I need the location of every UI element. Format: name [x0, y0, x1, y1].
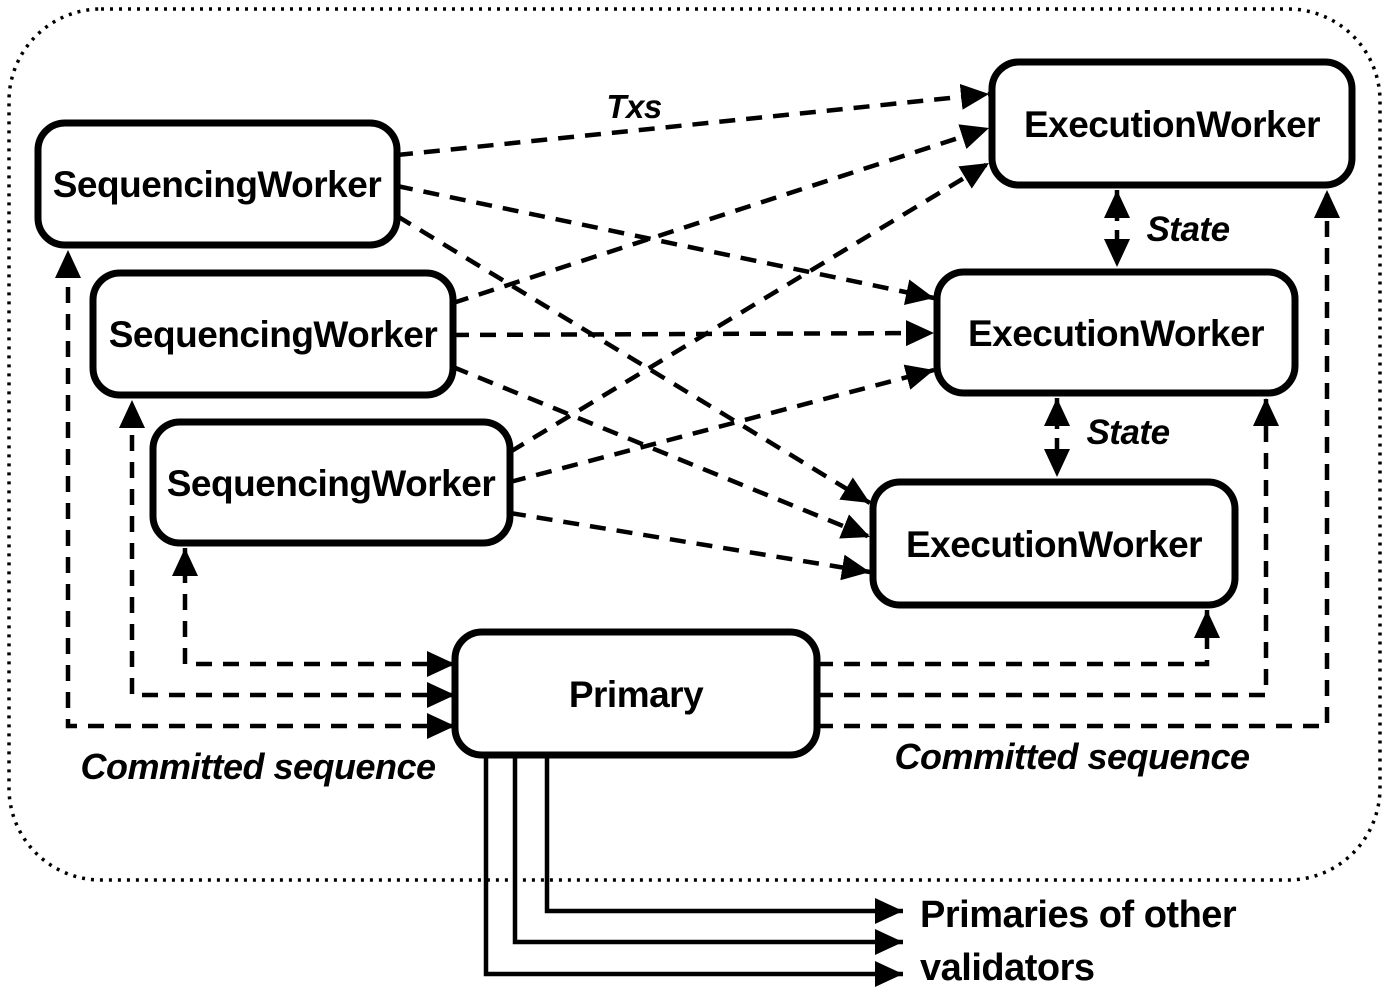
primary-rect [451, 628, 821, 759]
committed-edge-primary-ew2 [817, 398, 1279, 698]
txs-edge-sw2-ew3 [452, 364, 871, 540]
txs-edge-sw2-ew1 [452, 124, 990, 306]
committed-edge-primary-ew3 [817, 610, 1220, 667]
execution-worker-rect-2 [933, 268, 1299, 397]
state-edges [1044, 190, 1130, 477]
external-recipients-label-line1: Primaries of other [920, 894, 1237, 936]
execution-worker-label-1: ExecutionWorker [1024, 104, 1320, 145]
execution-worker-label-2: ExecutionWorker [968, 313, 1264, 354]
txs-edge-sw2-ew2 [452, 320, 935, 347]
external-edge-2 [512, 755, 903, 955]
committed-edge-primary-sw2 [119, 400, 455, 708]
sequencing-worker-label-1: SequencingWorker [53, 164, 382, 205]
external-edge-1 [544, 755, 903, 924]
txs-label: Txs [606, 88, 662, 125]
committed-sequence-edges-right [817, 190, 1340, 729]
txs-edges [395, 83, 991, 581]
execution-worker-rect-1 [988, 58, 1356, 189]
txs-edge-sw1-ew3 [395, 214, 872, 505]
external-recipients-label-line2: validators [920, 947, 1095, 989]
validator-boundary [7, 7, 1382, 882]
state-label-upper: State [1146, 210, 1229, 249]
sequencing-worker-rect-3 [149, 418, 514, 547]
sequencing-worker-rect-2 [89, 269, 457, 399]
sequencing-worker-rect-1 [34, 119, 401, 249]
sequencing-worker-label-2: SequencingWorker [109, 314, 438, 355]
primary-box: Primary [451, 628, 821, 759]
sequencing-worker-box-2: SequencingWorker [89, 269, 457, 399]
txs-edge-sw3-ew2 [509, 364, 935, 485]
committed-edge-primary-sw1 [55, 250, 455, 739]
execution-worker-rect-3 [869, 478, 1239, 609]
execution-worker-box-1: ExecutionWorker [988, 58, 1356, 189]
primary-label: Primary [569, 674, 704, 715]
state-label-lower: State [1086, 413, 1169, 452]
sequencing-worker-box-1: SequencingWorker [34, 119, 401, 249]
execution-worker-box-2: ExecutionWorker [933, 268, 1299, 397]
txs-edge-sw3-ew1 [508, 161, 991, 454]
execution-worker-box-3: ExecutionWorker [869, 478, 1239, 609]
txs-edge-sw1-ew1 [396, 83, 990, 158]
committed-edge-primary-ew1 [817, 190, 1340, 729]
execution-worker-label-3: ExecutionWorker [906, 524, 1202, 565]
txs-edge-sw1-ew2 [396, 183, 935, 306]
committed-edge-primary-sw3 [172, 548, 455, 677]
committed-sequence-edges-left [55, 250, 455, 739]
sequencing-worker-label-3: SequencingWorker [167, 463, 496, 504]
committed-sequence-label-left: Committed sequence [80, 746, 436, 787]
sequencing-worker-box-3: SequencingWorker [149, 418, 514, 547]
committed-sequence-label-right: Committed sequence [894, 736, 1250, 777]
external-edge-3 [483, 755, 903, 987]
txs-edge-sw3-ew3 [509, 510, 871, 581]
external-edges [483, 755, 903, 987]
